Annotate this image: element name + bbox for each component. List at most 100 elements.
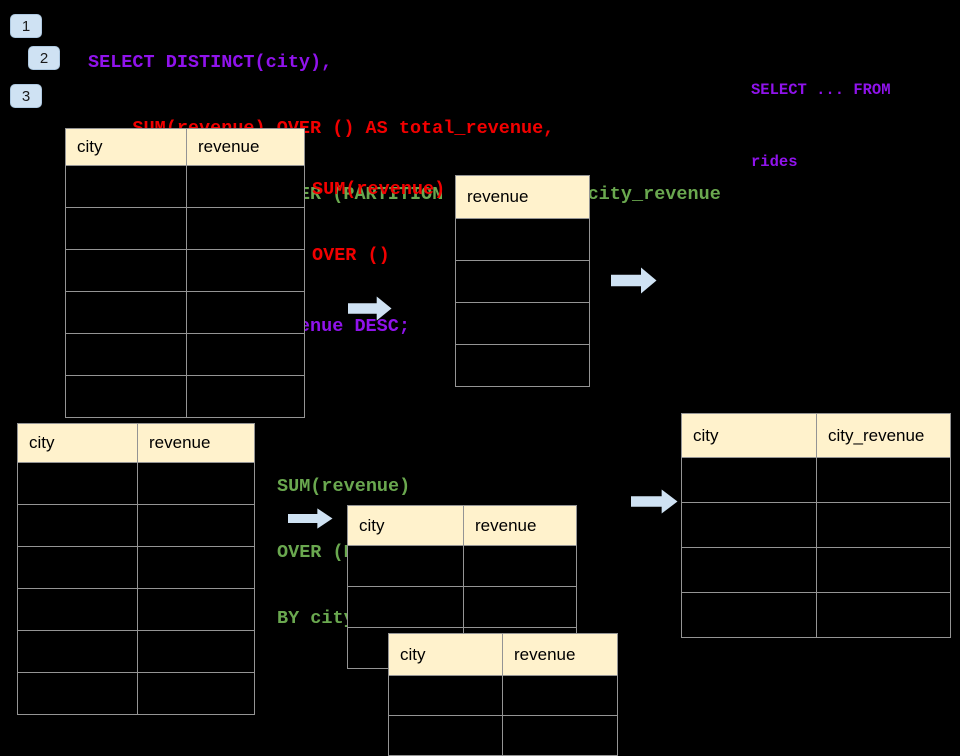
table-row	[347, 545, 577, 587]
table-cell-empty	[186, 333, 305, 376]
side-note-line: rides	[751, 153, 798, 171]
slide-canvas: { "colors": { "background": "#000000", "…	[10, 14, 951, 756]
table-row	[681, 592, 951, 638]
table-row	[65, 249, 305, 292]
table-cell-empty	[65, 165, 187, 208]
table-cell-empty	[455, 302, 590, 345]
table-row	[388, 715, 618, 756]
table-row	[17, 462, 255, 505]
annotation-line: SUM(revenue)	[277, 476, 411, 497]
table-cell-empty	[347, 545, 464, 587]
column-header-revenue: revenue	[502, 633, 618, 676]
table-cell-empty	[137, 588, 255, 631]
table-cell-empty	[816, 502, 951, 548]
table-cell-empty	[455, 218, 590, 261]
table-cell-empty	[137, 672, 255, 715]
table-row	[455, 260, 590, 303]
step-badge-label: 1	[21, 17, 31, 35]
table-cell-empty	[65, 249, 187, 292]
step-badge-label: 2	[39, 49, 49, 67]
column-header-city: city	[17, 423, 138, 463]
table-row	[17, 588, 255, 631]
table-cell-empty	[137, 462, 255, 505]
table-cell-empty	[388, 675, 503, 716]
table-cell-empty	[186, 165, 305, 208]
table-cell-empty	[455, 344, 590, 387]
table-row	[681, 457, 951, 503]
table-cell-empty	[137, 546, 255, 589]
side-note: SELECT ... FROM rides	[751, 30, 891, 198]
table-cell-empty	[186, 375, 305, 418]
step-badge-2: 2	[28, 46, 60, 70]
table-cell-empty	[347, 586, 464, 628]
table-row	[65, 375, 305, 418]
table-row	[455, 302, 590, 345]
table-row	[388, 675, 618, 716]
table-row	[17, 672, 255, 715]
column-header-city: city	[65, 128, 187, 166]
table-row	[681, 502, 951, 548]
table-cell-empty	[681, 592, 817, 638]
annotation-line: OVER ()	[312, 245, 390, 266]
table-row	[347, 586, 577, 628]
table-cell-empty	[65, 207, 187, 250]
column-header-city: city	[681, 413, 817, 458]
table-cell-empty	[17, 504, 138, 547]
table-cell-empty	[681, 502, 817, 548]
table-cell-empty	[502, 675, 618, 716]
table-cell-empty	[816, 592, 951, 638]
table-cell-empty	[65, 333, 187, 376]
table-cell-empty	[681, 457, 817, 503]
table-cell-empty	[137, 630, 255, 673]
total-revenue-table: revenue	[455, 175, 590, 387]
table-cell-empty	[455, 260, 590, 303]
table-cell-empty	[137, 504, 255, 547]
table-cell-empty	[17, 462, 138, 505]
table-row	[681, 547, 951, 593]
table-cell-empty	[463, 545, 577, 587]
table-cell-empty	[681, 547, 817, 593]
step-badge-label: 3	[21, 87, 31, 105]
table-row	[65, 165, 305, 208]
table-cell-empty	[463, 586, 577, 628]
sql-line-select: SELECT DISTINCT(city),	[88, 52, 333, 73]
column-header-city: city	[347, 505, 464, 546]
table-row	[455, 218, 590, 261]
step-badge-3: 3	[10, 84, 42, 108]
column-header-revenue: revenue	[137, 423, 255, 463]
arrow-right-icon	[631, 489, 678, 514]
header-row: revenue	[455, 175, 590, 219]
table-cell-empty	[17, 588, 138, 631]
table-row	[65, 333, 305, 376]
step-badge-1: 1	[10, 14, 42, 38]
table-cell-empty	[502, 715, 618, 756]
column-header-city: city	[388, 633, 503, 676]
table-cell-empty	[17, 630, 138, 673]
table-cell-empty	[186, 291, 305, 334]
table-cell-empty	[186, 207, 305, 250]
table-row	[65, 207, 305, 250]
table-cell-empty	[816, 547, 951, 593]
arrow-right-icon	[611, 267, 657, 294]
table-cell-empty	[17, 672, 138, 715]
column-header-revenue: revenue	[455, 175, 590, 219]
column-header-revenue: revenue	[463, 505, 577, 546]
table-cell-empty	[186, 249, 305, 292]
table-row	[17, 546, 255, 589]
table-row	[65, 291, 305, 334]
table-cell-empty	[65, 375, 187, 418]
table-cell-empty	[816, 457, 951, 503]
arrow-right-icon	[348, 296, 392, 321]
column-header-revenue: revenue	[186, 128, 305, 166]
arrow-right-icon	[288, 508, 333, 529]
table-row	[17, 630, 255, 673]
